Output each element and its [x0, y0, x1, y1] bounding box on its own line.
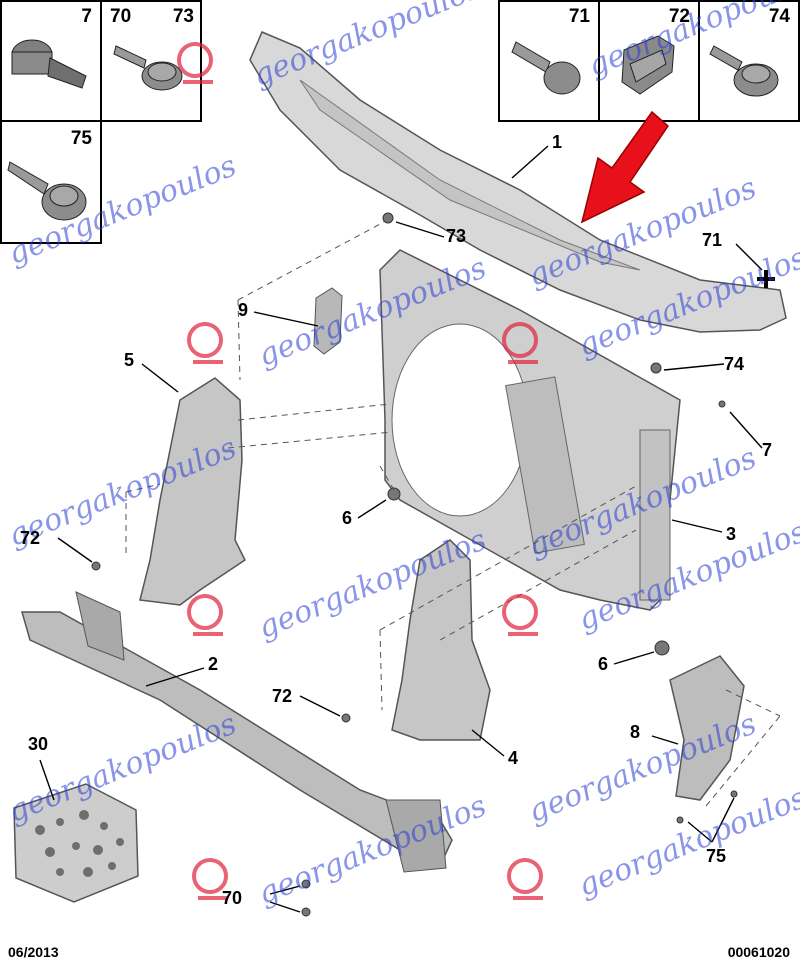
callout-leader-lines	[39, 145, 763, 913]
push-rivet-icon	[511, 41, 581, 95]
inset-label-71: 71	[568, 6, 590, 27]
assembly-dashed-lines	[125, 221, 781, 807]
footer-date: 06/2013	[8, 944, 59, 960]
bumper-crash-box-right	[385, 799, 447, 873]
upper-crossmember-part-1	[249, 31, 787, 333]
callout-6-lower: 6	[598, 654, 609, 674]
bracket-part-9	[313, 287, 343, 355]
fastener-markers	[91, 212, 738, 917]
callout-1: 1	[552, 132, 563, 152]
watermark-logos	[177, 42, 543, 900]
lower-shield-part-8	[669, 655, 745, 801]
callout-71: 71	[702, 230, 723, 250]
plug-fastener-icon	[11, 39, 87, 89]
callout-2: 2	[208, 654, 219, 674]
inset-box-75: 75	[0, 120, 102, 244]
inset-box-74: 74	[698, 0, 800, 122]
callout-30: 30	[28, 734, 49, 754]
inset-label-75: 75	[70, 128, 92, 149]
bolt-icon	[113, 45, 183, 91]
callout-72-center: 72	[272, 686, 293, 706]
inset-box-72: 72	[598, 0, 700, 122]
clip-nut-icon	[621, 35, 675, 95]
inset-box-71: 71	[498, 0, 600, 122]
callout-73: 73	[446, 226, 467, 246]
right-post	[639, 429, 671, 601]
callout-74: 74	[724, 354, 745, 374]
callout-70: 70	[222, 888, 243, 908]
callout-6-upper: 6	[342, 508, 353, 528]
clip-kit-contents	[35, 810, 124, 877]
left-air-deflector-part-5	[139, 377, 246, 606]
self-tapping-screw-icon	[7, 161, 87, 221]
callout-3: 3	[726, 524, 737, 544]
callout-4: 4	[508, 748, 519, 768]
callout-5: 5	[124, 350, 135, 370]
plus-marker	[757, 270, 775, 288]
callout-72-left: 72	[20, 528, 41, 548]
center-support	[505, 376, 585, 554]
inset-label-73: 73	[172, 6, 194, 27]
inset-label-74: 74	[768, 6, 790, 27]
inset-box-7: 7	[0, 0, 102, 122]
inset-label-70: 70	[110, 6, 132, 27]
inset-label-7: 7	[81, 6, 92, 27]
highlight-arrow	[580, 110, 669, 224]
inset-box-70: 70 73	[100, 0, 202, 122]
bumper-crash-box-left	[75, 591, 125, 661]
shoulder-bolt-icon	[709, 45, 779, 97]
callout-7: 7	[762, 440, 773, 460]
upper-crossmember-rib	[299, 79, 641, 271]
inset-label-72: 72	[668, 6, 690, 27]
footer-reference: 00061020	[727, 944, 790, 960]
callout-9: 9	[238, 300, 249, 320]
callout-75: 75	[706, 846, 727, 866]
callout-8: 8	[630, 722, 641, 742]
